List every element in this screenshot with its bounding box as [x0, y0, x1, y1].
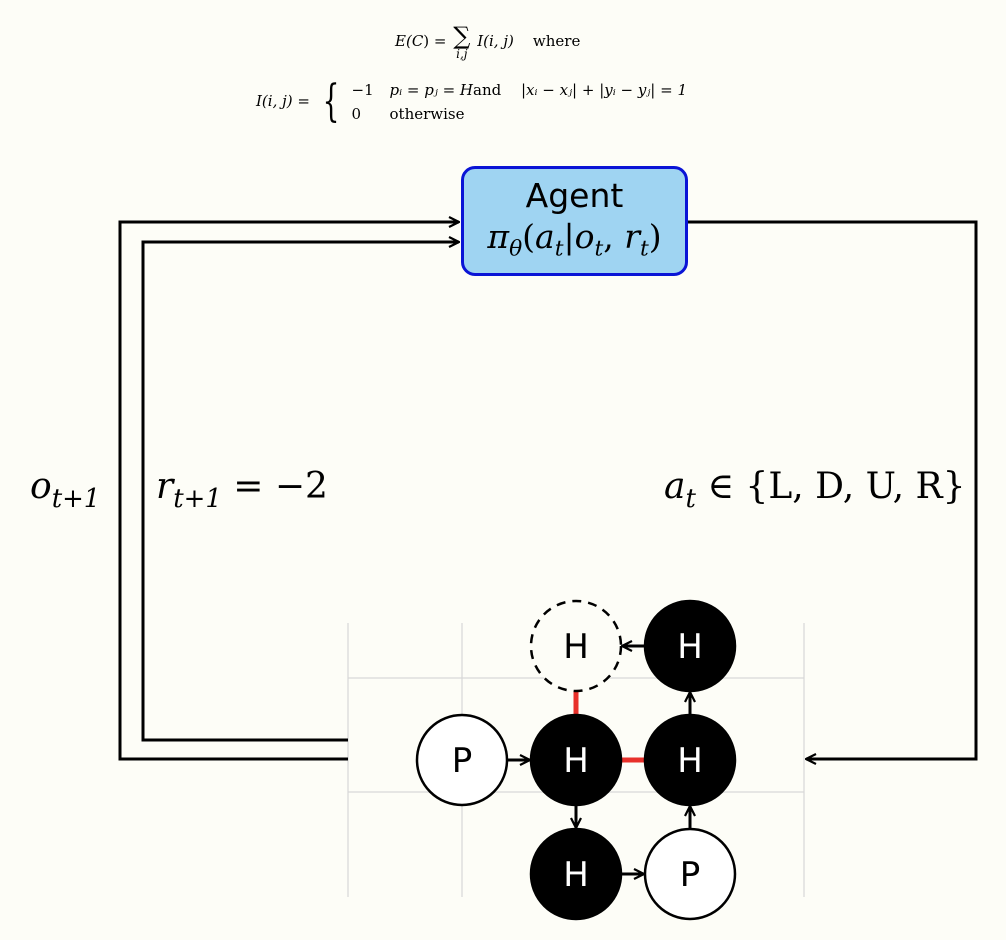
residue-type-label: P	[680, 855, 701, 895]
agent-box: Agent πθ(at|ot, rt)	[461, 166, 688, 276]
residue-node-h: H	[529, 713, 623, 807]
case1-value: −1	[351, 81, 374, 99]
residue-type-label: H	[563, 741, 589, 781]
case1-and: and	[473, 81, 502, 99]
action-symbol: a	[664, 466, 686, 507]
case-row-1: −1 pᵢ = pⱼ = Hand |xᵢ − xⱼ| + |yᵢ − yⱼ| = …	[352, 78, 688, 102]
energy-equals: ) =	[423, 32, 447, 50]
interaction-equation: I(i, j) = { −1 pᵢ = pⱼ = Hand |xᵢ − xⱼ| + …	[256, 78, 687, 126]
reward-feedback-arrow	[141, 242, 459, 742]
observation-label: ot+1	[30, 466, 100, 514]
energy-calligraphic-c: C	[411, 32, 424, 50]
residue-circle	[643, 599, 737, 693]
residue-node-p: P	[415, 713, 509, 807]
residue-type-label: H	[677, 627, 703, 667]
residue-type-label: H	[563, 627, 589, 667]
energy-term: I(i, j)	[477, 32, 514, 50]
observation-symbol: o	[30, 466, 52, 507]
action-arrow	[688, 220, 978, 759]
cases-block: −1 pᵢ = pⱼ = Hand |xᵢ − xⱼ| + |yᵢ − yⱼ| = …	[352, 78, 688, 126]
residue-circle	[529, 599, 623, 693]
sum-operator: ∑ i,j	[453, 24, 470, 60]
residue-type-label: P	[452, 741, 473, 781]
case2-condition: otherwise	[389, 105, 465, 123]
residue-node-p: P	[643, 827, 737, 921]
residue-circle	[643, 713, 737, 807]
reward-symbol: r	[156, 466, 174, 507]
sum-subscript: i,j	[456, 47, 468, 61]
case-row-2: 0 otherwise	[352, 102, 688, 126]
residue-circle	[529, 827, 623, 921]
agent-title: Agent	[525, 176, 624, 215]
case1-distance: |xᵢ − xⱼ| + |yᵢ − yⱼ| = 1	[521, 81, 688, 99]
hh-contacts	[573, 691, 645, 763]
energy-lhs: E(	[395, 32, 412, 50]
case2-value: 0	[351, 105, 362, 123]
where-word: where	[532, 32, 581, 50]
observation-subscript: t+1	[51, 484, 101, 515]
protein-chain	[507, 646, 690, 874]
reward-subscript: t+1	[173, 484, 222, 515]
reward-value: = −2	[221, 466, 328, 507]
residue-node-h: H	[643, 599, 737, 693]
reward-label: rt+1 = −2	[156, 466, 328, 514]
agent-policy: πθ(at|ot, rt)	[487, 217, 662, 262]
cases-brace: {	[322, 76, 340, 127]
residue-circle	[529, 713, 623, 807]
residue-circle	[643, 827, 737, 921]
residue-type-label: H	[563, 855, 589, 895]
action-label: at ∈ {L, D, U, R}	[664, 466, 966, 514]
case1-condition: pᵢ = pⱼ = H	[389, 81, 473, 99]
residue-node-h: H	[529, 599, 623, 693]
residue-circle	[415, 713, 509, 807]
residue-nodes: P H H P H H H	[415, 599, 737, 921]
action-set: ∈ {L, D, U, R}	[695, 466, 966, 507]
action-subscript: t	[685, 484, 696, 515]
observation-feedback-arrow	[118, 222, 459, 761]
residue-type-label: H	[677, 741, 703, 781]
residue-node-h: H	[529, 827, 623, 921]
energy-equation: E(C) = ∑ i,j I(i, j) where	[395, 24, 580, 60]
interaction-lhs: I(i, j) =	[256, 92, 310, 110]
residue-node-h: H	[643, 713, 737, 807]
sum-symbol: ∑	[453, 22, 471, 50]
